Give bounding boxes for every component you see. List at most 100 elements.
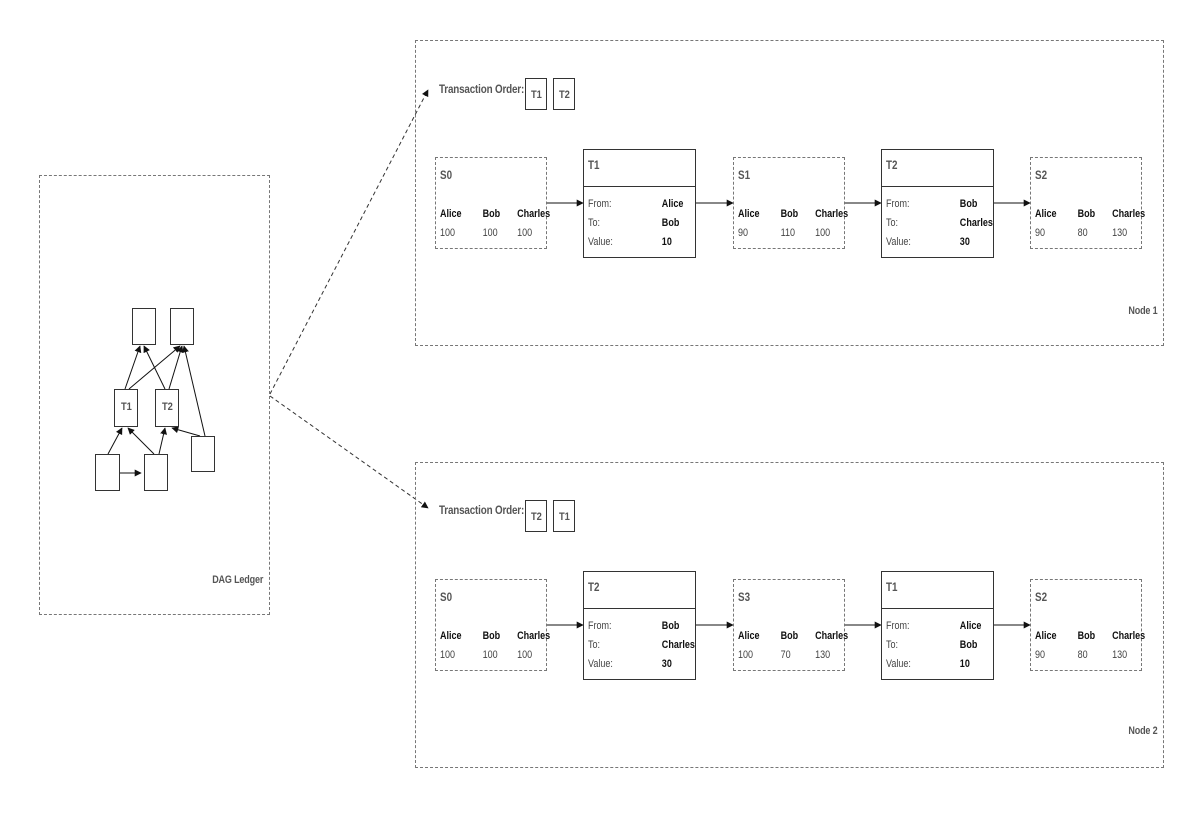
node2-state-s2: S2 Alice Bob Charles 90 80 130 <box>1030 579 1146 671</box>
dag-edge <box>171 426 201 437</box>
node1-transaction-b: T2 From: Bob To: Charles Value: 30 <box>881 149 994 258</box>
node1-transaction-a: T1 From: Alice To: Bob Value: 10 <box>583 149 696 258</box>
charles-header: Charles <box>815 208 849 220</box>
charles-balance: 130 <box>1112 649 1128 661</box>
alice-balance: 90 <box>738 227 749 239</box>
alice-header: Alice <box>1035 208 1057 220</box>
state-name: S3 <box>738 590 751 604</box>
alice-balance: 90 <box>1035 227 1046 239</box>
to-value: Bob <box>959 639 978 651</box>
bob-header: Bob <box>1077 630 1096 642</box>
from-label: From: <box>588 198 612 210</box>
value-label: Value: <box>588 658 613 670</box>
state-name: S0 <box>440 168 453 182</box>
to-label: To: <box>886 639 899 651</box>
dag-edge <box>168 345 184 390</box>
dag-edge <box>158 427 167 455</box>
charles-balance: 100 <box>517 649 533 661</box>
charles-balance: 130 <box>1112 227 1128 239</box>
node1-order-label: Transaction Order: <box>439 82 525 96</box>
to-label: To: <box>588 639 601 651</box>
node2-panel: Node 2 <box>415 462 1164 768</box>
value-amount: 10 <box>661 236 672 248</box>
node1-state-s2: S2 Alice Bob Charles 90 80 130 <box>1030 157 1146 249</box>
dag-edge <box>127 427 155 455</box>
state-name: S2 <box>1035 590 1048 604</box>
dag-node <box>170 308 194 345</box>
node2-state-s0: S0 Alice Bob Charles 100 100 100 <box>435 579 551 671</box>
state-name: S2 <box>1035 168 1048 182</box>
from-label: From: <box>886 198 910 210</box>
bob-header: Bob <box>780 208 799 220</box>
bob-header: Bob <box>780 630 799 642</box>
alice-balance: 100 <box>738 649 754 661</box>
charles-header: Charles <box>517 208 551 220</box>
dag-node-t2: T2 <box>155 389 179 427</box>
node1-order-item-1: T1 <box>525 78 547 110</box>
dag-node <box>132 308 156 345</box>
alice-balance: 90 <box>1035 649 1046 661</box>
node1-panel: Node 1 <box>415 40 1164 346</box>
dag-edge <box>107 427 123 455</box>
node2-transaction-b: T1 From: Alice To: Bob Value: 10 <box>881 571 994 680</box>
charles-balance: 130 <box>815 649 831 661</box>
bob-balance: 70 <box>780 649 791 661</box>
node1-label: Node 1 <box>1127 305 1157 317</box>
dag-node-t1: T1 <box>114 389 138 427</box>
dag-node-t2-label: T2 <box>161 401 173 413</box>
to-label: To: <box>588 217 601 229</box>
dag-edge <box>182 345 206 437</box>
bob-balance: 100 <box>482 227 498 239</box>
charles-header: Charles <box>1112 208 1146 220</box>
alice-header: Alice <box>440 208 462 220</box>
dag-edge <box>124 345 142 390</box>
alice-header: Alice <box>1035 630 1057 642</box>
alice-header: Alice <box>738 208 760 220</box>
charles-header: Charles <box>1112 630 1146 642</box>
from-label: From: <box>886 620 910 632</box>
charles-header: Charles <box>815 630 849 642</box>
value-label: Value: <box>886 236 911 248</box>
node1-state-s0: S0 Alice Bob Charles 100 100 100 <box>435 157 551 249</box>
to-value: Charles <box>959 217 993 229</box>
state-name: S1 <box>738 168 751 182</box>
to-value: Charles <box>661 639 695 651</box>
dag-node <box>191 436 215 472</box>
transaction-name: T1 <box>588 158 600 172</box>
charles-header: Charles <box>517 630 551 642</box>
from-label: From: <box>588 620 612 632</box>
node2-order-label: Transaction Order: <box>439 503 525 517</box>
value-label: Value: <box>886 658 911 670</box>
bob-balance: 100 <box>482 649 498 661</box>
bob-balance: 80 <box>1077 649 1088 661</box>
node2-state-s3: S3 Alice Bob Charles 100 70 130 <box>733 579 849 671</box>
bob-balance: 80 <box>1077 227 1088 239</box>
to-value: Bob <box>661 217 680 229</box>
dag-node <box>95 454 120 491</box>
from-value: Alice <box>661 198 684 210</box>
node2-transaction-a: T2 From: Bob To: Charles Value: 30 <box>583 571 696 680</box>
state-name: S0 <box>440 590 453 604</box>
value-amount: 10 <box>959 658 970 670</box>
value-label: Value: <box>588 236 613 248</box>
from-value: Bob <box>959 198 978 210</box>
dag-node-t1-label: T1 <box>120 401 132 413</box>
from-value: Bob <box>661 620 680 632</box>
bob-header: Bob <box>482 208 501 220</box>
bob-header: Bob <box>1077 208 1096 220</box>
value-amount: 30 <box>661 658 672 670</box>
link-to-node1 <box>269 89 429 395</box>
dag-node <box>144 454 168 491</box>
value-amount: 30 <box>959 236 970 248</box>
alice-header: Alice <box>440 630 462 642</box>
node2-label: Node 2 <box>1127 725 1157 737</box>
node2-order-item-1: T2 <box>525 500 547 532</box>
node2-order-item-2: T1 <box>553 500 575 532</box>
charles-balance: 100 <box>517 227 533 239</box>
alice-balance: 100 <box>440 649 456 661</box>
alice-header: Alice <box>738 630 760 642</box>
alice-balance: 100 <box>440 227 456 239</box>
transaction-name: T2 <box>588 580 600 594</box>
node1-state-s1: S1 Alice Bob Charles 90 110 100 <box>733 157 849 249</box>
